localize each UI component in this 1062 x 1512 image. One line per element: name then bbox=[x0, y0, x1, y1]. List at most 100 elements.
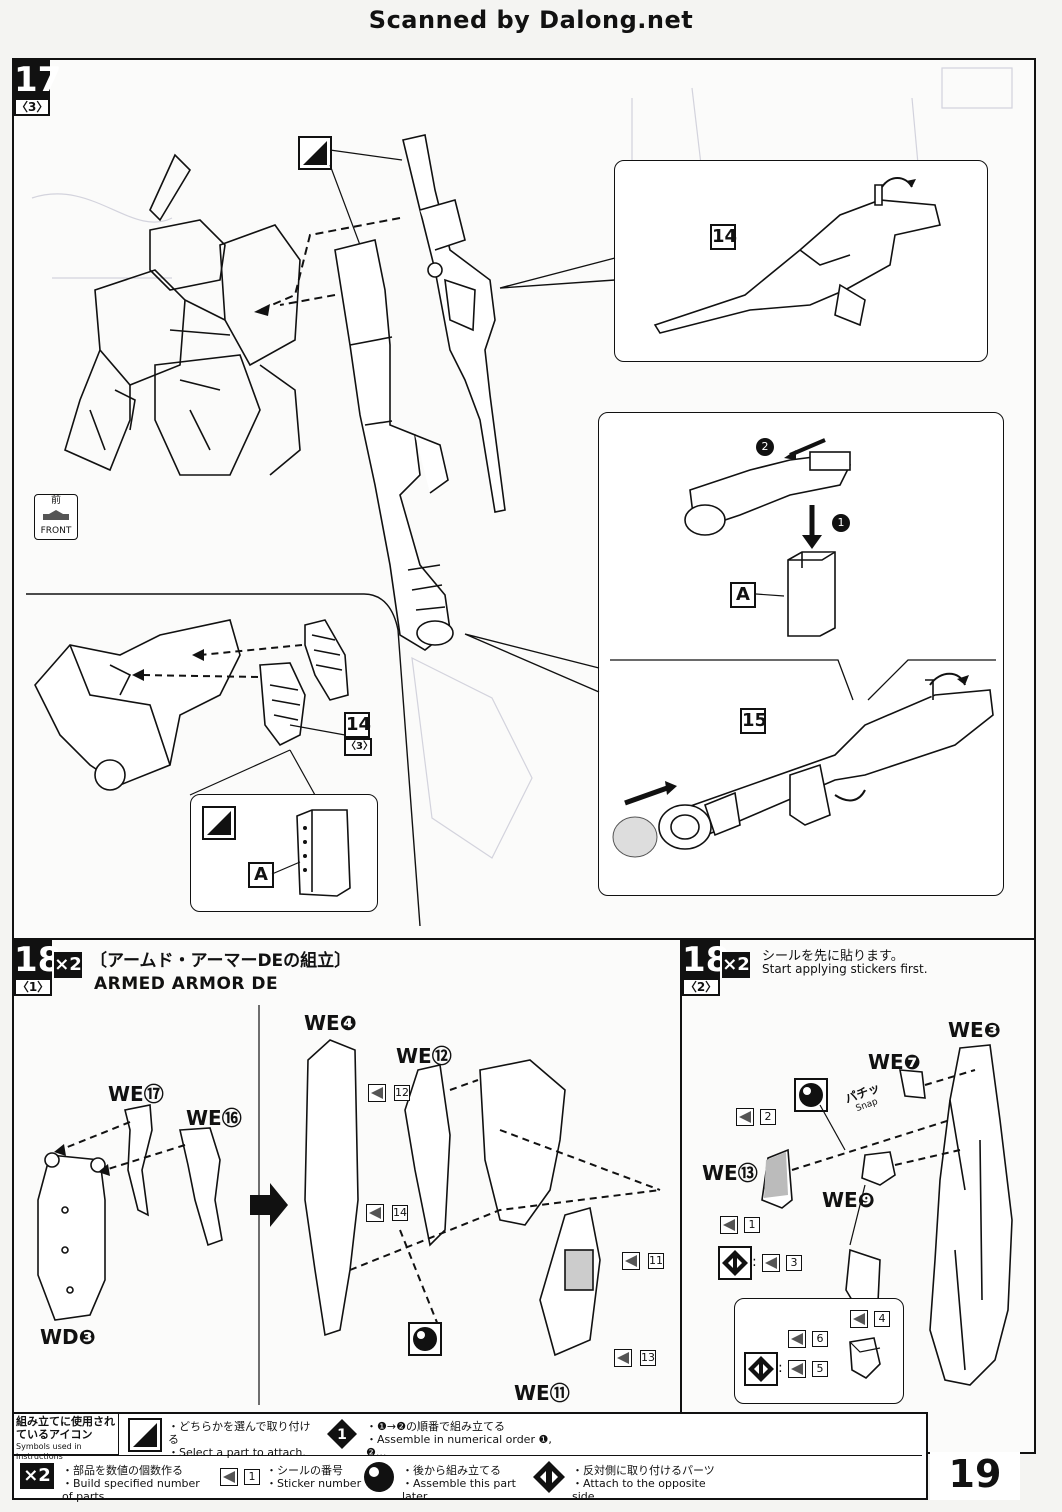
select-part-icon-2 bbox=[202, 806, 236, 840]
legend-title-box: 組み立てに使用されているアイコン Symbols used in instruc… bbox=[14, 1414, 119, 1461]
label-we7: WE❼ bbox=[868, 1050, 921, 1074]
part-15-illustration bbox=[612, 672, 994, 858]
step-18-2-number: 18 bbox=[682, 940, 730, 980]
sticker-icon-1 bbox=[720, 1216, 738, 1234]
label-we9: WE❾ bbox=[822, 1188, 875, 1212]
part-number-14: 14 bbox=[710, 224, 737, 250]
label-we11: WE⑪ bbox=[514, 1381, 570, 1405]
legend-title-jp: 組み立てに使用されているアイコン bbox=[16, 1415, 115, 1441]
beam-magnum-illustration bbox=[402, 134, 506, 513]
launcher-illustration bbox=[334, 239, 454, 651]
scanner-credit: Scanned by Dalong.net bbox=[368, 6, 694, 34]
part-a-2-leader bbox=[271, 861, 301, 875]
legend-later-icon bbox=[362, 1460, 396, 1498]
legend-item-select: ・どちらかを選んで取り付ける ・Select a part to attach. bbox=[168, 1420, 318, 1459]
legend-item-opposite: ・反対側に取り付けるパーツ ・Attach to the opposite si… bbox=[572, 1464, 732, 1503]
label-we12: WE⑫ bbox=[396, 1044, 452, 1068]
sticker-number-3: 3 bbox=[786, 1255, 802, 1271]
insert-arrow-down bbox=[802, 505, 822, 549]
part-a-label-2: A bbox=[248, 862, 274, 888]
sticker-number-12: 12 bbox=[394, 1085, 410, 1101]
sticker-icon-3 bbox=[762, 1254, 780, 1272]
label-we4: WE❹ bbox=[304, 1011, 357, 1035]
sticker-number-1: 1 bbox=[744, 1217, 760, 1233]
legend-sticker-en: ・Sticker number bbox=[266, 1477, 362, 1490]
colon-sep-1: : bbox=[752, 1254, 757, 1270]
armor-de-assembly-illustration bbox=[304, 1039, 661, 1357]
legend-title-en: Symbols used in instructions bbox=[16, 1442, 82, 1461]
step-17-substep: 〈3〉 bbox=[14, 98, 50, 116]
legend-select-part-icon bbox=[128, 1418, 162, 1452]
order-1-marker: 1 bbox=[832, 512, 850, 532]
legend-panel bbox=[12, 1412, 928, 1500]
shoulder-inner-leader bbox=[189, 749, 316, 796]
front-label-jp: 前 bbox=[51, 495, 61, 506]
legend-order-jp: ・❶→❷の順番で組み立てる bbox=[366, 1420, 505, 1433]
opposite-side-icon-2 bbox=[744, 1352, 778, 1386]
sticker-icon-6 bbox=[788, 1330, 806, 1348]
order-2-marker: 2 bbox=[756, 436, 774, 456]
sticker-number-14: 14 bbox=[392, 1205, 408, 1221]
shoulder-illustration bbox=[34, 619, 241, 791]
legend-select-en: ・Select a part to attach. bbox=[168, 1446, 306, 1459]
label-we13: WE⑬ bbox=[702, 1161, 758, 1185]
sticker-number-2: 2 bbox=[760, 1109, 776, 1125]
label-we16: WE⑯ bbox=[186, 1106, 242, 1130]
legend-sticker-number: 1 bbox=[244, 1469, 260, 1485]
sticker-icon-13 bbox=[614, 1349, 632, 1367]
part-number-15: 15 bbox=[740, 708, 767, 734]
part-a-label: A bbox=[730, 582, 756, 608]
colon-sep-2: : bbox=[778, 1360, 783, 1376]
legend-item-count: ・部品を数値の個数作る ・Build specified number of p… bbox=[62, 1464, 212, 1503]
legend-later-en: ・Assemble this part later. bbox=[402, 1477, 516, 1503]
magazine-part-a bbox=[787, 551, 836, 637]
inner-callout-outline bbox=[610, 659, 996, 701]
part-14-illustration bbox=[653, 177, 941, 334]
step-18-1-title-en: ARMED ARMOR DE bbox=[94, 974, 279, 994]
sticker-icon-2 bbox=[736, 1108, 754, 1126]
armor-de-side-illustration bbox=[761, 1044, 1013, 1386]
sticker-number-6: 6 bbox=[812, 1331, 828, 1347]
legend-opposite-jp: ・反対側に取り付けるパーツ bbox=[572, 1464, 715, 1477]
legend-later-jp: ・後から組み立てる bbox=[402, 1464, 501, 1477]
svg-text:1: 1 bbox=[337, 1427, 347, 1443]
step-divider-arrow bbox=[250, 1005, 288, 1405]
callout-14-pointer bbox=[499, 257, 616, 289]
label-we17: WE⑰ bbox=[108, 1082, 164, 1106]
legend-item-order: ・❶→❷の順番で組み立てる ・Assemble in numerical ord… bbox=[366, 1420, 556, 1459]
callout-15-pointer bbox=[464, 633, 600, 693]
page-number-box: 19 bbox=[930, 1452, 1020, 1500]
legend-opposite-en: ・Attach to the opposite side. bbox=[572, 1477, 706, 1503]
armor-de-subparts-illustration bbox=[37, 1104, 223, 1321]
select-part-icon bbox=[298, 136, 332, 170]
legend-item-sticker: ・シールの番号 ・Sticker number bbox=[266, 1464, 366, 1490]
front-label-en: FRONT bbox=[40, 526, 72, 536]
robot-torso-illustration bbox=[64, 153, 301, 476]
step-18-1-multiplier: ×2 bbox=[54, 952, 82, 978]
legend-x2-icon: ×2 bbox=[20, 1463, 54, 1489]
shoulder-callout-outline bbox=[26, 593, 421, 927]
legend-opposite-icon bbox=[532, 1460, 566, 1498]
legend-item-later: ・後から組み立てる ・Assemble this part later. bbox=[402, 1464, 532, 1503]
step-18-2-note-en: Start applying stickers first. bbox=[762, 962, 928, 976]
front-indicator: 前 FRONT bbox=[34, 494, 78, 540]
legend-select-jp: ・どちらかを選んで取り付ける bbox=[168, 1420, 311, 1446]
front-arrow-icon bbox=[43, 510, 69, 520]
legend-sticker-icon bbox=[220, 1468, 238, 1486]
legend-order-icon: 1 bbox=[326, 1418, 358, 1450]
step-18-1-substep: 〈1〉 bbox=[14, 978, 52, 996]
step-18-1-number: 18 bbox=[14, 940, 62, 980]
part-a-leader bbox=[755, 593, 785, 597]
sticker-number-4: 4 bbox=[874, 1311, 890, 1327]
we9-detail-illustration bbox=[849, 1337, 881, 1379]
sticker-icon-11 bbox=[622, 1252, 640, 1270]
attach-arrow-step17 bbox=[254, 217, 401, 316]
sticker-icon-4 bbox=[850, 1310, 868, 1328]
label-wd3: WD❸ bbox=[40, 1325, 96, 1349]
opposite-side-icon bbox=[718, 1246, 752, 1280]
step-18-1-title-jp: 〔アームド・アーマーDEの組立〕 bbox=[90, 951, 352, 971]
step-18-2-substep: 〈2〉 bbox=[682, 978, 720, 996]
part-ref-14-substep: 〈3〉 bbox=[344, 738, 373, 756]
assemble-later-icon bbox=[408, 1322, 442, 1356]
sticker-number-11: 11 bbox=[648, 1253, 664, 1269]
